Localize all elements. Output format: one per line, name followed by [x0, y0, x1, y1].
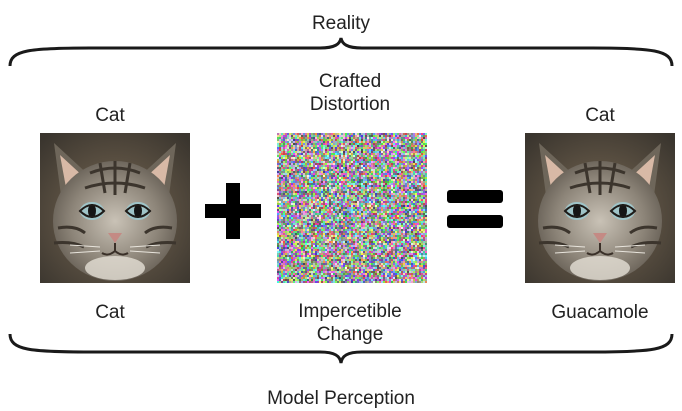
right-model-label: Guacamole: [551, 302, 649, 323]
right-reality-label: Cat: [585, 105, 615, 126]
change-label-line2: Change: [316, 324, 384, 345]
left-model-label: Cat: [95, 302, 125, 323]
left-reality-label: Cat: [95, 105, 125, 126]
plus-icon: [205, 183, 261, 239]
change-label-line1: Impercetible: [298, 301, 402, 322]
model-perception-caption: Model Perception: [267, 388, 415, 409]
equals-icon: [447, 190, 503, 230]
distortion-label-line2: Distortion: [309, 94, 391, 115]
distortion-label-line1: Crafted: [318, 71, 382, 92]
right-cat-image: [525, 133, 675, 283]
reality-caption: Reality: [311, 13, 371, 34]
noise-image: [277, 133, 427, 283]
bottom-brace: [8, 333, 674, 364]
top-brace: [8, 37, 674, 67]
left-cat-image: [40, 133, 190, 283]
